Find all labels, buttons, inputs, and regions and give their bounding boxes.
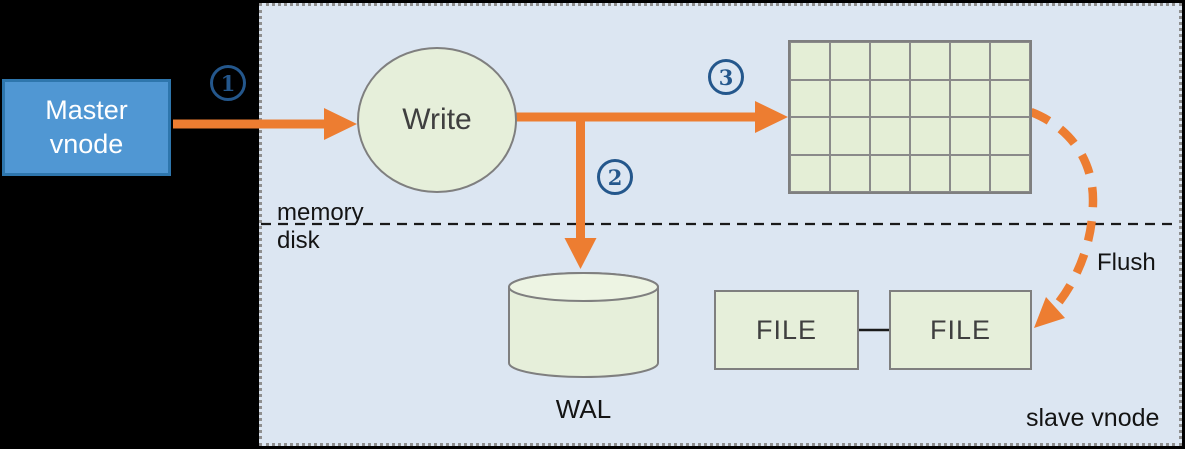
buffer-grid-cell — [790, 117, 830, 155]
buffer-grid-cell — [950, 117, 990, 155]
master-vnode-label: Master vnode — [45, 94, 128, 159]
buffer-grid-cell — [950, 79, 990, 117]
disk-label: disk — [277, 227, 320, 254]
slave-vnode-label: slave vnode — [1026, 404, 1160, 432]
wal-label: WAL — [555, 394, 612, 424]
buffer-grid — [788, 40, 1032, 194]
step-1-number: 1 — [220, 70, 236, 96]
buffer-grid-cell — [790, 154, 830, 192]
buffer-grid-cell — [790, 42, 830, 80]
buffer-grid-cell — [990, 154, 1030, 192]
buffer-grid-cell — [950, 154, 990, 192]
buffer-grid-cell — [870, 79, 910, 117]
step-1-badge: 1 — [210, 65, 246, 101]
buffer-grid-cell — [990, 79, 1030, 117]
buffer-grid-cell — [910, 79, 950, 117]
buffer-grid-cell — [990, 42, 1030, 80]
buffer-grid-cell — [910, 117, 950, 155]
step-2-number: 2 — [607, 164, 623, 190]
buffer-grid-cell — [870, 154, 910, 192]
step-2-badge: 2 — [597, 159, 633, 195]
write-node-label: Write — [402, 103, 472, 136]
file-node-1: FILE — [714, 290, 859, 370]
buffer-grid-cell — [870, 42, 910, 80]
master-vnode-node: Master vnode — [2, 79, 171, 176]
memory-label: memory — [277, 199, 364, 226]
file-node-2-label: FILE — [929, 314, 992, 345]
buffer-grid-cell — [830, 154, 870, 192]
step-3-badge: 3 — [708, 59, 744, 95]
buffer-grid-cell — [950, 42, 990, 80]
buffer-grid-cell — [990, 117, 1030, 155]
buffer-grid-cell — [870, 117, 910, 155]
buffer-grid-cell — [910, 154, 950, 192]
file-node-1-label: FILE — [755, 314, 818, 345]
write-node: Write — [357, 47, 517, 193]
buffer-grid-cell — [830, 117, 870, 155]
buffer-grid-cell — [910, 42, 950, 80]
step-3-number: 3 — [718, 64, 734, 90]
buffer-grid-cell — [830, 42, 870, 80]
buffer-grid-cell — [830, 79, 870, 117]
flush-label: Flush — [1097, 249, 1156, 276]
buffer-grid-cell — [790, 79, 830, 117]
file-node-2: FILE — [889, 290, 1032, 370]
